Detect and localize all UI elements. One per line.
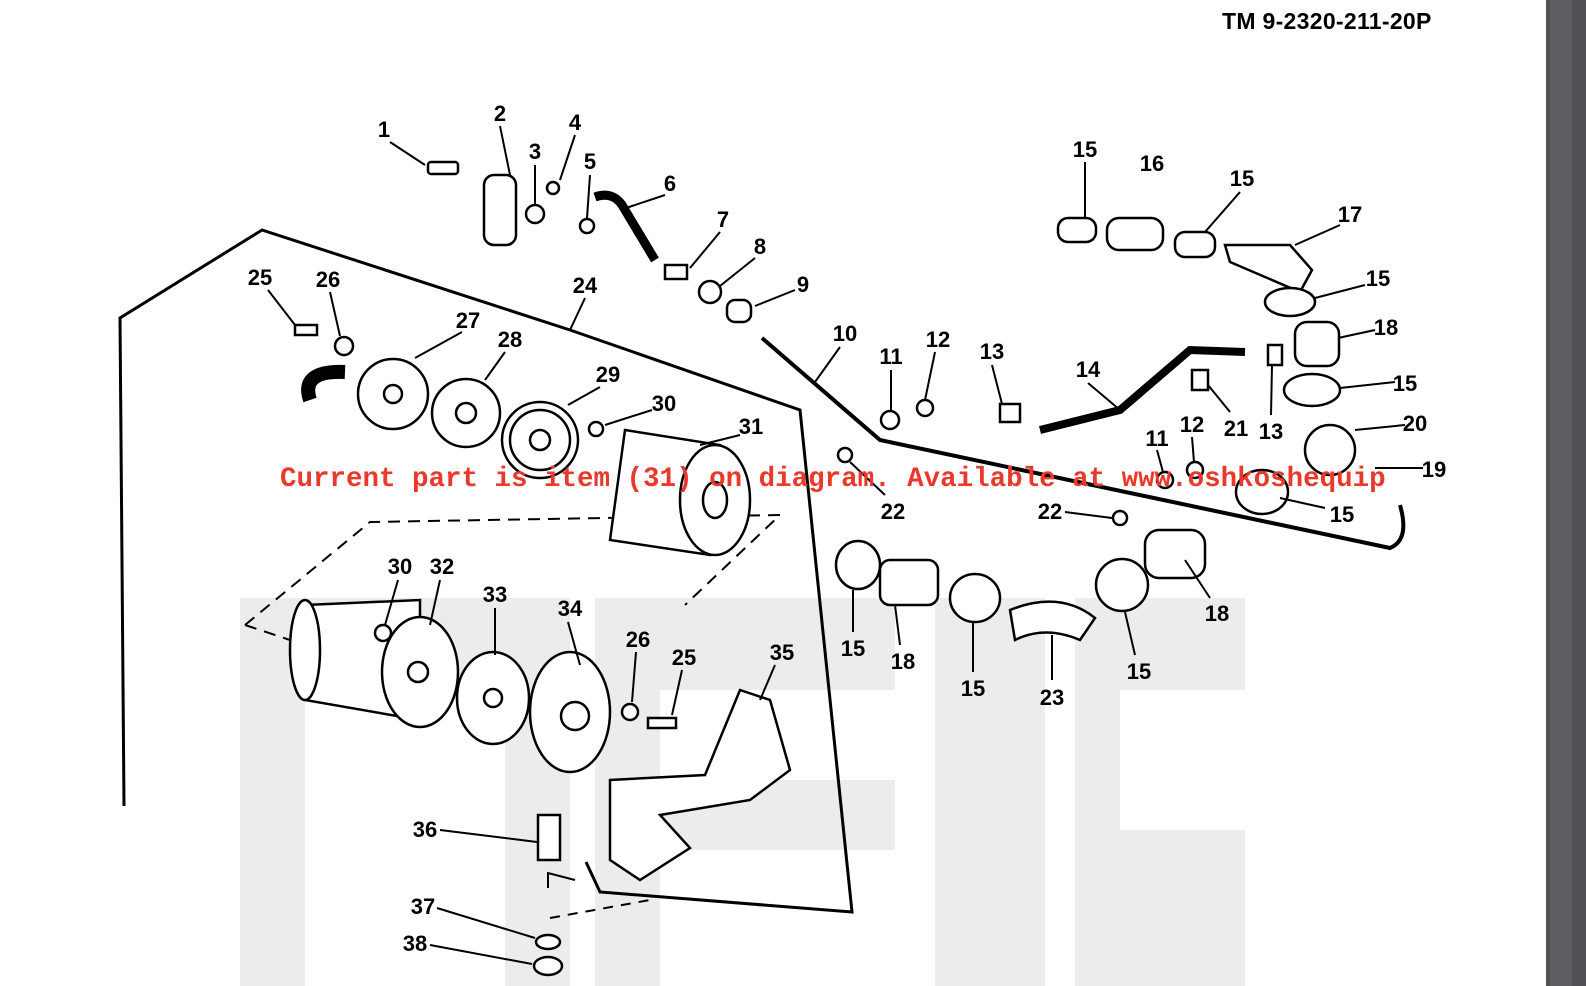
callout-26[interactable]: 26 (626, 627, 650, 652)
callout-15[interactable]: 15 (1366, 266, 1390, 291)
callout-11[interactable]: 11 (1145, 426, 1168, 451)
callout-21[interactable]: 21 (1224, 416, 1248, 441)
callout-31[interactable]: 31 (739, 414, 763, 439)
callout-15[interactable]: 15 (841, 636, 865, 661)
callout-7[interactable]: 7 (717, 207, 729, 232)
callout-3[interactable]: 3 (529, 139, 541, 164)
current-part-message: Current part is item (31) on diagram. Av… (280, 464, 1386, 495)
callout-30[interactable]: 30 (388, 554, 412, 579)
callout-29[interactable]: 29 (596, 362, 620, 387)
leader-lines (267, 125, 1423, 965)
callout-15[interactable]: 15 (1330, 502, 1354, 527)
callout-15[interactable]: 15 (1393, 371, 1417, 396)
diagram-page: 1 2 3 4 5 6 7 8 9 10 11 12 13 14 15 16 1… (118, 8, 1447, 986)
callout-16[interactable]: 16 (1140, 151, 1164, 176)
assembly-outline (118, 228, 1406, 919)
callout-20[interactable]: 20 (1403, 411, 1427, 436)
callout-12[interactable]: 12 (926, 327, 950, 352)
callout-14[interactable]: 14 (1076, 357, 1101, 382)
callout-8[interactable]: 8 (754, 234, 766, 259)
callout-30[interactable]: 30 (652, 391, 676, 416)
callout-17[interactable]: 17 (1338, 202, 1362, 227)
callout-2[interactable]: 2 (494, 101, 506, 126)
callout-32[interactable]: 32 (430, 554, 454, 579)
callout-15[interactable]: 15 (961, 676, 985, 701)
exploded-parts-diagram: 1 2 3 4 5 6 7 8 9 10 11 12 13 14 15 16 1… (118, 101, 1446, 986)
callout-15[interactable]: 15 (1230, 166, 1254, 191)
callout-15[interactable]: 15 (1073, 137, 1097, 162)
callout-13[interactable]: 13 (980, 339, 1004, 364)
callout-10[interactable]: 10 (833, 321, 857, 346)
callout-37[interactable]: 37 (411, 894, 435, 919)
callout-23[interactable]: 23 (1040, 685, 1064, 710)
callout-25[interactable]: 25 (672, 645, 696, 670)
callout-5[interactable]: 5 (584, 149, 596, 174)
callout-26[interactable]: 26 (316, 267, 340, 292)
callout-labels: 1 2 3 4 5 6 7 8 9 10 11 12 13 14 15 16 1… (248, 101, 1446, 956)
callout-18[interactable]: 18 (1374, 315, 1398, 340)
callout-24[interactable]: 24 (573, 273, 598, 298)
callout-22[interactable]: 22 (881, 499, 905, 524)
parts (288, 160, 1357, 977)
callout-12[interactable]: 12 (1180, 412, 1204, 437)
callout-34[interactable]: 34 (558, 596, 583, 621)
callout-13[interactable]: 13 (1259, 419, 1283, 444)
item-31-cylinder (608, 428, 752, 557)
callout-36[interactable]: 36 (413, 817, 437, 842)
callout-9[interactable]: 9 (797, 272, 809, 297)
scrollbar-thumb[interactable] (1550, 0, 1572, 986)
callout-18[interactable]: 18 (1205, 601, 1229, 626)
callout-15[interactable]: 15 (1127, 659, 1151, 684)
callout-28[interactable]: 28 (498, 327, 522, 352)
callout-22[interactable]: 22 (1038, 499, 1062, 524)
callout-19[interactable]: 19 (1422, 457, 1446, 482)
callout-25[interactable]: 25 (248, 265, 272, 290)
callout-6[interactable]: 6 (664, 171, 676, 196)
callout-11[interactable]: 11 (879, 344, 902, 369)
callout-1[interactable]: 1 (378, 117, 390, 142)
callout-35[interactable]: 35 (770, 640, 794, 665)
callout-33[interactable]: 33 (483, 582, 507, 607)
callout-38[interactable]: 38 (403, 931, 427, 956)
callout-4[interactable]: 4 (569, 110, 582, 135)
callout-27[interactable]: 27 (456, 308, 480, 333)
callout-18[interactable]: 18 (891, 649, 915, 674)
document-number: TM 9-2320-211-20P (1222, 8, 1432, 34)
